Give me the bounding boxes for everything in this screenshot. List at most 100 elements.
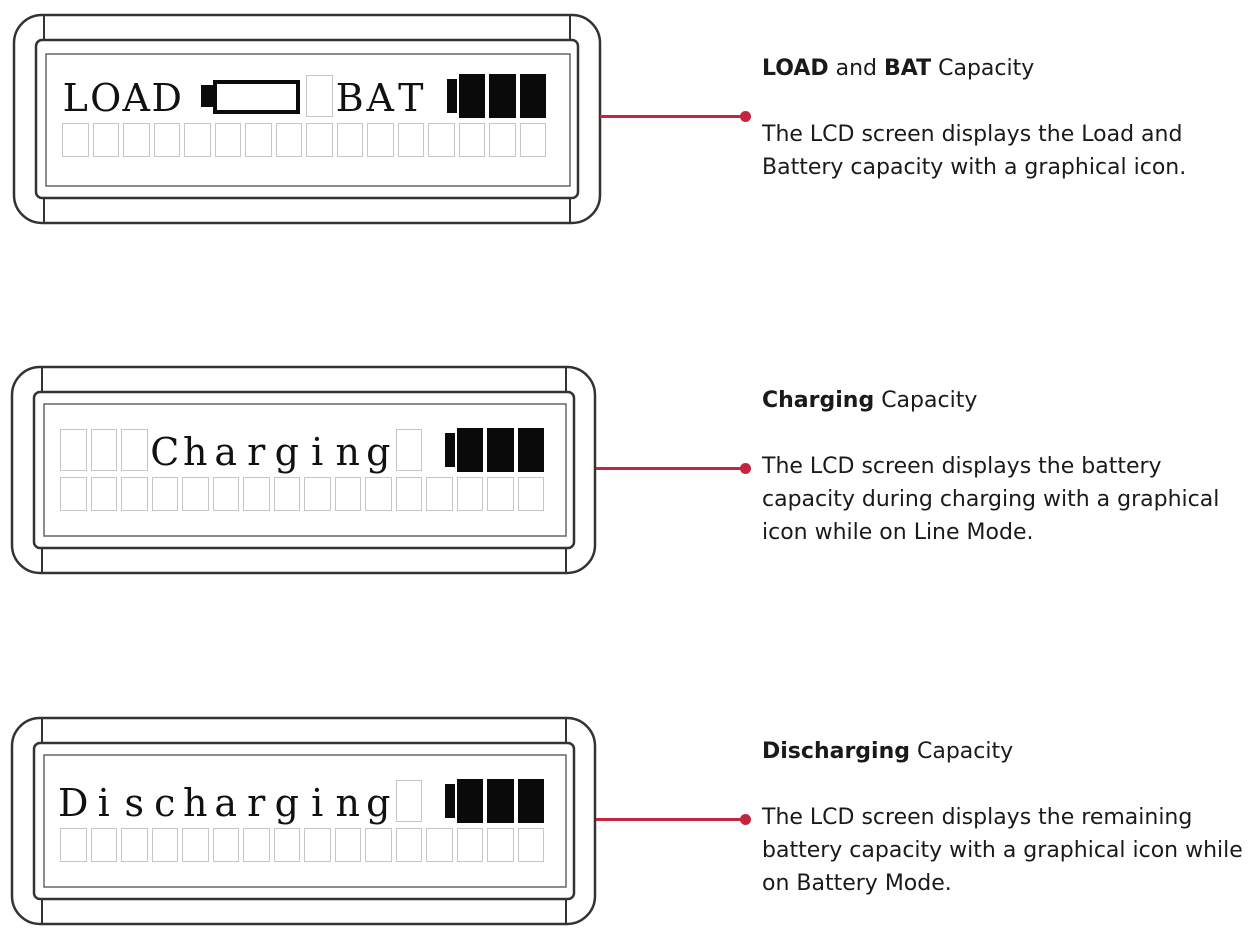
lcd-cell-off: [90, 429, 117, 471]
lcd-char: r: [247, 781, 266, 825]
lcd-char: i: [311, 781, 324, 825]
title-bold: LOAD: [762, 56, 829, 81]
lcd-char: h: [183, 430, 208, 474]
lcd-char: A: [366, 76, 394, 120]
lcd-cell-off: [121, 429, 148, 471]
lcd-char: L: [62, 76, 88, 120]
lcd-char: B: [335, 76, 364, 120]
connector-line: [596, 818, 742, 821]
load-level-empty-segment: [212, 80, 243, 114]
lcd-cell-off: [426, 828, 453, 862]
lcd-char: g: [274, 430, 299, 474]
lcd-cell-off: [517, 828, 544, 862]
panel-charging: C h a r g i n g Charging Capacity The LC…: [0, 362, 1254, 577]
lcd-cell-off: [367, 123, 394, 157]
lcd-char: h: [183, 781, 208, 825]
lcd-char: c: [154, 781, 176, 825]
lcd-char: i: [311, 430, 324, 474]
battery-level-segment: [517, 428, 544, 472]
lcd-char: T: [398, 76, 424, 120]
lcd-screen: C h a r g i n g: [58, 428, 546, 512]
battery-level-tip: [424, 779, 455, 823]
lcd-char: i: [97, 781, 110, 825]
lcd-cell-off: [397, 123, 424, 157]
load-level-empty-segment: [243, 80, 274, 114]
lcd-cell-off: [489, 123, 516, 157]
lcd-cell-off: [275, 123, 302, 157]
lcd-cell-off: [306, 75, 333, 117]
lcd-cell-off: [62, 123, 89, 157]
lcd-char: n: [335, 430, 360, 474]
battery-level-tip: [426, 74, 457, 118]
lcd-char: C: [150, 430, 180, 474]
lcd-cell-off: [92, 123, 119, 157]
lcd-screen: D i s c h a r g i n g: [58, 779, 546, 863]
battery-level-segment: [458, 74, 485, 118]
connector-dot: [740, 463, 751, 474]
lcd-cell-off: [458, 123, 485, 157]
title-bold: BAT: [884, 56, 932, 81]
load-level-empty-segment: [273, 80, 300, 114]
battery-level-tip: [424, 428, 455, 472]
panel-load-bat: L O A D B A T LOAD and BAT Capacity The …: [0, 10, 1254, 225]
panel-title: Discharging Capacity: [762, 739, 1013, 764]
lcd-char: r: [247, 430, 266, 474]
lcd-cell-off: [151, 828, 178, 862]
lcd-cell-off: [90, 828, 117, 862]
panel-title: LOAD and BAT Capacity: [762, 56, 1034, 81]
connector-line: [596, 467, 742, 470]
lcd-cell-off: [395, 477, 422, 511]
lcd-char: n: [335, 781, 360, 825]
lcd-cell-off: [243, 828, 270, 862]
lcd-device: C h a r g i n g: [0, 362, 610, 577]
lcd-cell-off: [365, 477, 392, 511]
lcd-cell-off: [336, 123, 363, 157]
lcd-cell-off: [395, 780, 422, 822]
lcd-cell-off: [153, 123, 180, 157]
lcd-cell-off: [395, 429, 422, 471]
lcd-cell-off: [456, 828, 483, 862]
lcd-cell-off: [90, 477, 117, 511]
lcd-cell-off: [365, 828, 392, 862]
lcd-char: g: [366, 430, 391, 474]
lcd-cell-off: [151, 477, 178, 511]
lcd-char: g: [366, 781, 391, 825]
lcd-char: O: [90, 76, 122, 120]
title-bold: Discharging: [762, 739, 910, 764]
lcd-cell-off: [243, 477, 270, 511]
panel-description: The LCD screen displays the remaining ba…: [762, 805, 1243, 896]
title-text: and: [828, 56, 885, 81]
panel-description: The LCD screen displays the Load and Bat…: [762, 122, 1187, 180]
lcd-cell-off: [60, 429, 87, 471]
panel-title: Charging Capacity: [762, 388, 977, 413]
lcd-screen: L O A D B A T: [60, 74, 548, 158]
lcd-cell-off: [245, 123, 272, 157]
panel-discharging: D i s c h a r g i n g Discharging Capaci…: [0, 713, 1254, 928]
lcd-cell-off: [121, 828, 148, 862]
battery-level-segment: [487, 428, 514, 472]
lcd-device: L O A D B A T: [0, 10, 610, 225]
lcd-cell-off: [214, 123, 241, 157]
lcd-char: a: [214, 781, 238, 825]
battery-level-segment: [519, 74, 546, 118]
connector-dot: [740, 111, 751, 122]
battery-level-segment: [456, 779, 483, 823]
lcd-cell-off: [273, 828, 300, 862]
battery-level-segment: [487, 779, 514, 823]
title-text: Capacity: [874, 388, 978, 413]
title-bold: Charging: [762, 388, 875, 413]
panel-description: The LCD screen displays the battery capa…: [762, 454, 1220, 545]
connector-line: [600, 115, 742, 118]
lcd-cell-off: [60, 828, 87, 862]
lcd-char: s: [124, 781, 144, 825]
lcd-char: A: [122, 76, 150, 120]
lcd-cell-off: [306, 123, 333, 157]
lcd-cell-off: [60, 477, 87, 511]
lcd-cell-off: [121, 477, 148, 511]
lcd-cell-off: [517, 477, 544, 511]
battery-level-segment: [517, 779, 544, 823]
lcd-cell-off: [487, 477, 514, 511]
battery-level-segment: [489, 74, 516, 118]
lcd-cell-off: [334, 828, 361, 862]
connector-dot: [740, 814, 751, 825]
